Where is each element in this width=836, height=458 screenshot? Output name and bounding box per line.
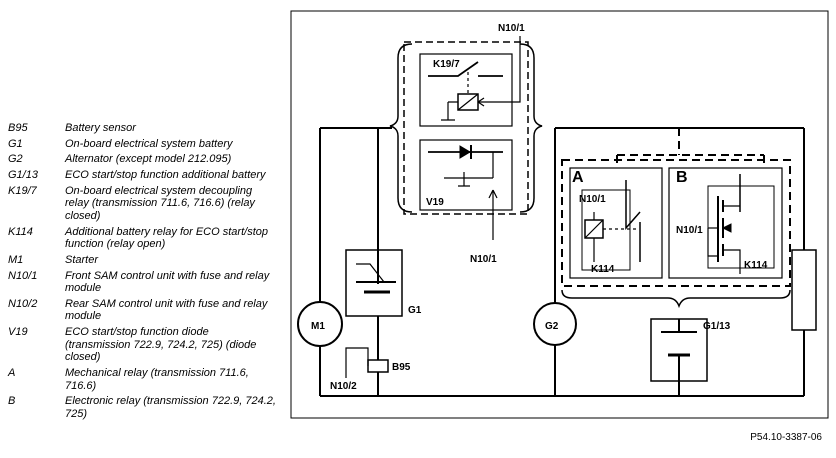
relay-a-box — [569, 167, 663, 279]
label-box-a: A — [572, 169, 584, 186]
legend-desc: Starter — [65, 253, 99, 266]
legend-code: A — [8, 367, 16, 380]
b95-sensor — [367, 359, 389, 373]
legend-item: M1 Starter — [8, 254, 276, 267]
legend-code: N10/2 — [8, 297, 38, 310]
label-a-n10-1: N10/1 — [579, 194, 606, 205]
legend-code: B — [8, 395, 16, 408]
legend-desc: Battery sensor — [65, 122, 136, 134]
legend-item: B Electronic relay (transmission 722.9, 7… — [8, 395, 276, 420]
label-b-k114: K114 — [744, 260, 768, 271]
label-n10-1-top: N10/1 — [498, 23, 525, 34]
legend-code: G1 — [8, 137, 23, 150]
legend-code: B95 — [8, 122, 28, 134]
g1-13-battery — [650, 318, 708, 382]
v19-diode — [419, 139, 513, 240]
right-brace — [519, 43, 543, 213]
legend-code: K19/7 — [8, 184, 37, 197]
bottom-brace — [561, 289, 791, 309]
relay-module-box — [403, 41, 529, 215]
legend-desc: Electronic relay (transmission 722.9, 72… — [65, 395, 276, 420]
relay-b-box — [668, 167, 783, 279]
label-b95: B95 — [392, 362, 411, 373]
legend-desc: ECO start/stop function diode (transmiss… — [65, 326, 257, 364]
label-k19-7: K19/7 — [433, 59, 460, 70]
legend-code: G2 — [8, 153, 23, 166]
legend-code: K114 — [8, 225, 33, 238]
label-v19: V19 — [426, 197, 444, 208]
relay-b — [707, 174, 775, 274]
label-g2: G2 — [545, 321, 559, 332]
legend-item: K19/7 On-board electrical system decoupli… — [8, 185, 276, 223]
left-brace — [389, 43, 413, 213]
legend-item: G1 On-board electrical system battery — [8, 138, 276, 151]
k19-7-relay — [419, 36, 521, 127]
figure-id: P54.10-3387-06 — [750, 432, 822, 443]
legend-code: V19 — [8, 326, 28, 339]
n10-2-wire — [345, 347, 369, 378]
label-m1: M1 — [311, 321, 325, 332]
label-n10-2: N10/2 — [330, 381, 357, 392]
legend-item: K114 Additional battery relay for ECO sta… — [8, 226, 276, 251]
legend-item: V19 ECO start/stop function diode (transm… — [8, 326, 276, 364]
legend-item: G2 Alternator (except model 212.095) — [8, 153, 276, 166]
label-n10-1-mid: N10/1 — [470, 254, 497, 265]
load-resistor — [791, 249, 817, 331]
k114-module-box — [561, 159, 791, 287]
legend-desc: On-board electrical system battery — [65, 137, 233, 150]
legend-item: A Mechanical relay (transmission 711.6, 7… — [8, 367, 276, 392]
legend-desc: Mechanical relay (transmission 711.6, 71… — [65, 367, 249, 392]
legend-item: B95 Battery sensor — [8, 122, 276, 135]
legend-desc: Rear SAM control unit with fuse and rela… — [65, 297, 268, 323]
g1-battery — [345, 249, 403, 317]
legend-desc: Alternator (except model 212.095) — [65, 153, 232, 166]
legend-code: M1 — [8, 253, 24, 266]
label-b-n10-1: N10/1 — [676, 225, 703, 236]
label-a-k114: K114 — [591, 264, 615, 275]
m1-starter — [297, 301, 343, 347]
label-box-b: B — [676, 169, 688, 186]
relay-a — [581, 180, 641, 271]
legend-desc: Front SAM control unit with fuse and rel… — [65, 269, 270, 295]
legend-code: N10/1 — [8, 269, 38, 282]
label-g1: G1 — [408, 305, 422, 316]
legend-item: N10/1 Front SAM control unit with fuse an… — [8, 270, 276, 295]
dashed-link — [616, 128, 765, 165]
label-g1-13: G1/13 — [703, 321, 731, 332]
legend-desc: Additional battery relay for ECO start/s… — [65, 225, 268, 251]
diagram-frame — [290, 10, 829, 419]
legend-item: G1/13 ECO start/stop function additional … — [8, 169, 276, 182]
legend-item: N10/2 Rear SAM control unit with fuse and… — [8, 298, 276, 323]
legend-desc: On-board electrical system decoupling re… — [65, 184, 255, 222]
legend-desc: ECO start/stop function additional batte… — [65, 169, 266, 182]
legend-code: G1/13 — [8, 169, 38, 182]
g2-alternator — [533, 302, 577, 346]
